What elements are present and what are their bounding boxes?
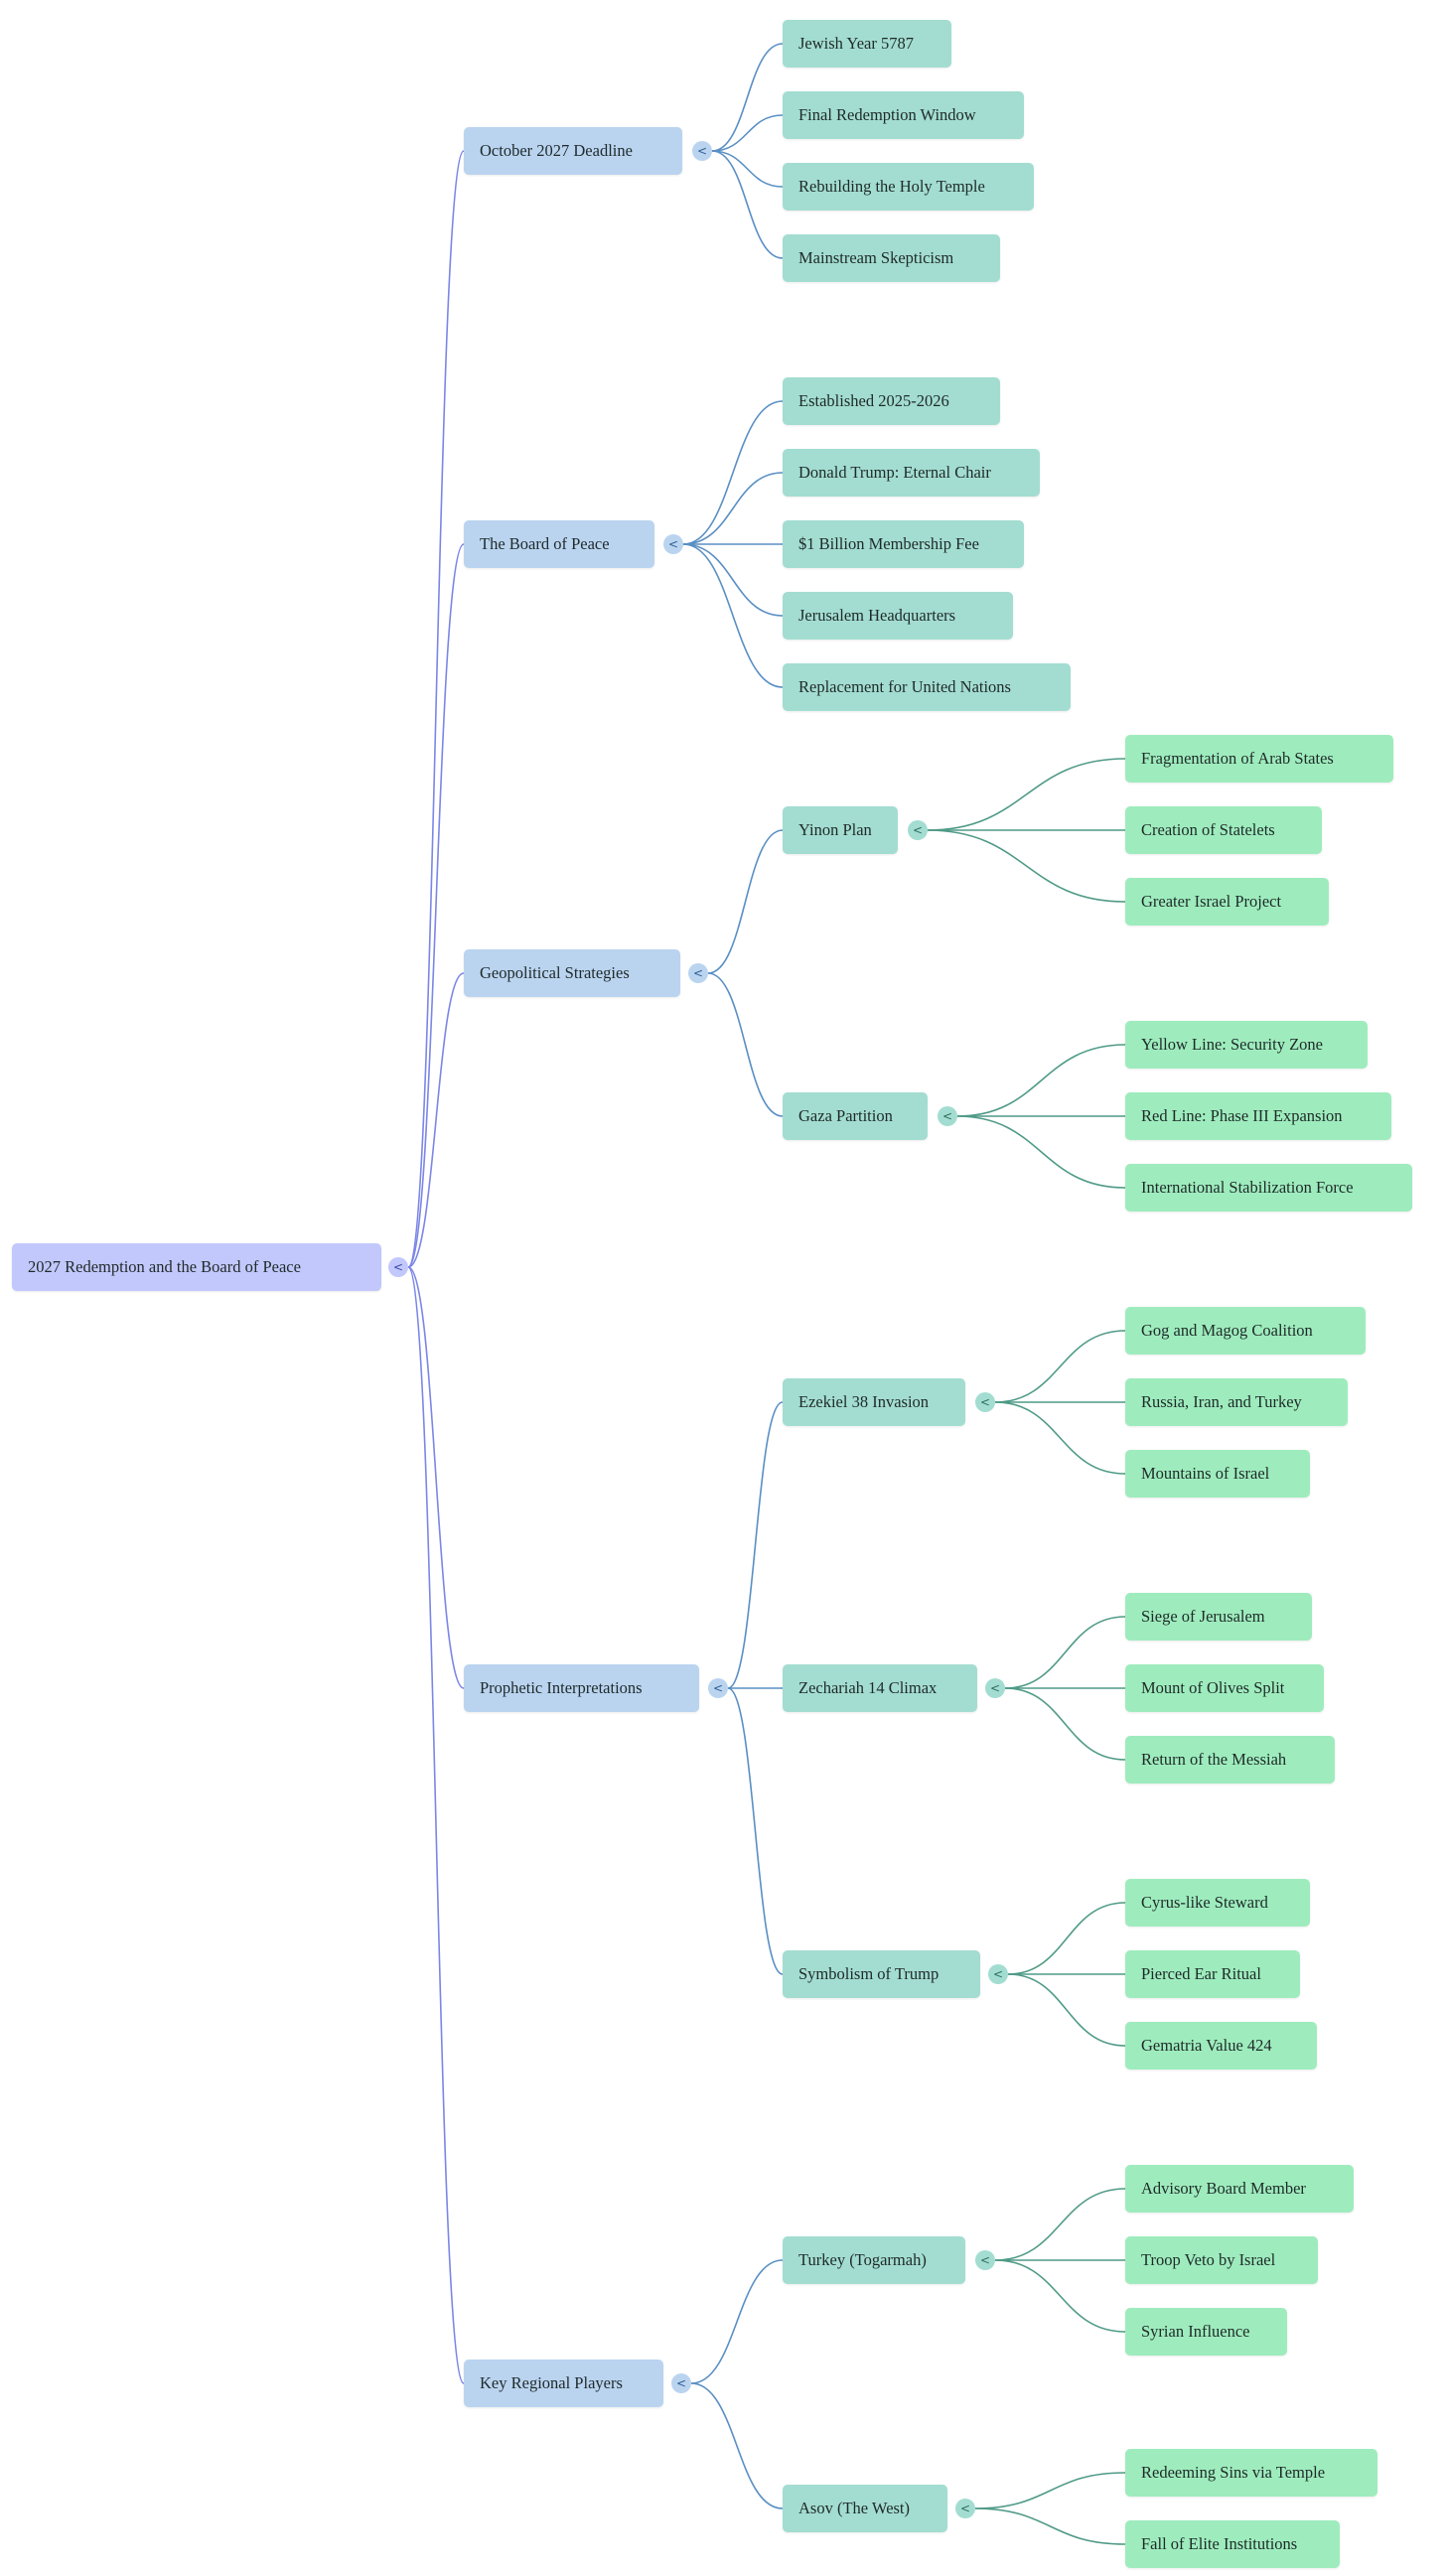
branch-collapse-toggle[interactable]: < xyxy=(671,2373,691,2393)
sub-branch-link xyxy=(974,2472,1126,2509)
leaf-node[interactable]: Final Redemption Window xyxy=(783,91,1024,139)
sub-branch-collapse-toggle[interactable]: < xyxy=(908,820,928,840)
leaf-node[interactable]: International Stabilization Force xyxy=(1125,1164,1412,1212)
sub-branch-node-gaza-partition[interactable]: Gaza Partition xyxy=(783,1092,928,1140)
leaf-node[interactable]: Yellow Line: Security Zone xyxy=(1125,1021,1368,1069)
sub-branch-collapse-toggle[interactable]: < xyxy=(988,1964,1008,1984)
branch-link xyxy=(711,150,784,259)
sub-branch-link xyxy=(1004,1616,1126,1689)
branch-link xyxy=(707,972,784,1117)
branch-link xyxy=(711,150,784,188)
sub-branch-link xyxy=(1004,1687,1126,1761)
sub-branch-link xyxy=(994,2188,1126,2261)
root-link xyxy=(407,1266,465,2384)
sub-branch-collapse-toggle[interactable]: < xyxy=(985,1678,1005,1698)
leaf-node[interactable]: Fall of Elite Institutions xyxy=(1125,2520,1340,2568)
leaf-node[interactable]: Donald Trump: Eternal Chair xyxy=(783,449,1040,497)
sub-branch-collapse-toggle[interactable]: < xyxy=(975,2250,995,2270)
leaf-node[interactable]: Jerusalem Headquarters xyxy=(783,592,1013,640)
sub-branch-link xyxy=(956,1044,1126,1117)
branch-link xyxy=(727,1687,784,1975)
sub-branch-collapse-toggle[interactable]: < xyxy=(955,2499,975,2518)
branch-node-october-2027-deadline[interactable]: October 2027 Deadline xyxy=(464,127,682,175)
branch-link xyxy=(707,829,784,974)
branch-link xyxy=(711,114,784,152)
leaf-node[interactable]: Pierced Ear Ritual xyxy=(1125,1950,1300,1998)
sub-branch-link xyxy=(1007,1902,1126,1975)
branch-node-board-of-peace[interactable]: The Board of Peace xyxy=(464,520,654,568)
branch-node-prophetic-interpretations[interactable]: Prophetic Interpretations xyxy=(464,1664,699,1712)
leaf-node[interactable]: Greater Israel Project xyxy=(1125,878,1329,926)
leaf-node[interactable]: Fragmentation of Arab States xyxy=(1125,735,1393,783)
leaf-node[interactable]: Troop Veto by Israel xyxy=(1125,2236,1318,2284)
leaf-node[interactable]: Redeeming Sins via Temple xyxy=(1125,2449,1377,2497)
leaf-node[interactable]: Established 2025-2026 xyxy=(783,377,1000,425)
branch-node-geopolitical-strategies[interactable]: Geopolitical Strategies xyxy=(464,949,680,997)
sub-branch-collapse-toggle[interactable]: < xyxy=(975,1392,995,1412)
sub-branch-collapse-toggle[interactable]: < xyxy=(938,1106,957,1126)
sub-branch-link xyxy=(956,1115,1126,1189)
leaf-node[interactable]: Rebuilding the Holy Temple xyxy=(783,163,1034,211)
sub-branch-node-zechariah-14[interactable]: Zechariah 14 Climax xyxy=(783,1664,977,1712)
root-link xyxy=(407,543,465,1268)
sub-branch-link xyxy=(1007,1973,1126,2047)
sub-branch-link xyxy=(994,2259,1126,2333)
leaf-node[interactable]: Gog and Magog Coalition xyxy=(1125,1307,1366,1355)
root-link xyxy=(407,150,465,1268)
root-collapse-toggle[interactable]: < xyxy=(388,1257,408,1277)
leaf-node[interactable]: Creation of Statelets xyxy=(1125,806,1322,854)
leaf-node[interactable]: Gematria Value 424 xyxy=(1125,2022,1317,2070)
leaf-node[interactable]: Mount of Olives Split xyxy=(1125,1664,1324,1712)
mindmap-root-node[interactable]: 2027 Redemption and the Board of Peace xyxy=(12,1243,381,1291)
branch-link xyxy=(711,43,784,152)
sub-branch-link xyxy=(994,1401,1126,1475)
sub-branch-node-symbolism-of-trump[interactable]: Symbolism of Trump xyxy=(783,1950,980,1998)
sub-branch-node-turkey-togarmah[interactable]: Turkey (Togarmah) xyxy=(783,2236,965,2284)
leaf-node[interactable]: Red Line: Phase III Expansion xyxy=(1125,1092,1391,1140)
leaf-node[interactable]: Syrian Influence xyxy=(1125,2308,1287,2356)
branch-link xyxy=(690,2259,784,2384)
root-link xyxy=(407,972,465,1268)
branch-collapse-toggle[interactable]: < xyxy=(663,534,683,554)
leaf-node[interactable]: Cyrus-like Steward xyxy=(1125,1879,1310,1927)
branch-link xyxy=(682,543,784,688)
leaf-node[interactable]: $1 Billion Membership Fee xyxy=(783,520,1024,568)
leaf-node[interactable]: Russia, Iran, and Turkey xyxy=(1125,1378,1348,1426)
leaf-node[interactable]: Advisory Board Member xyxy=(1125,2165,1354,2213)
sub-branch-link xyxy=(927,829,1126,903)
leaf-node[interactable]: Return of the Messiah xyxy=(1125,1736,1335,1784)
branch-link xyxy=(682,472,784,545)
sub-branch-link xyxy=(994,1330,1126,1403)
branch-collapse-toggle[interactable]: < xyxy=(688,963,708,983)
branch-collapse-toggle[interactable]: < xyxy=(692,141,712,161)
root-link xyxy=(407,1266,465,1689)
leaf-node[interactable]: Jewish Year 5787 xyxy=(783,20,951,68)
branch-collapse-toggle[interactable]: < xyxy=(708,1678,728,1698)
leaf-node[interactable]: Siege of Jerusalem xyxy=(1125,1593,1312,1641)
leaf-node[interactable]: Mountains of Israel xyxy=(1125,1450,1310,1498)
sub-branch-link xyxy=(927,758,1126,831)
branch-link xyxy=(682,543,784,617)
leaf-node[interactable]: Replacement for United Nations xyxy=(783,663,1071,711)
sub-branch-node-yinon-plan[interactable]: Yinon Plan xyxy=(783,806,898,854)
sub-branch-node-ezekiel-38[interactable]: Ezekiel 38 Invasion xyxy=(783,1378,965,1426)
branch-link xyxy=(690,2382,784,2509)
sub-branch-link xyxy=(974,2507,1126,2545)
leaf-node[interactable]: Mainstream Skepticism xyxy=(783,234,1000,282)
branch-node-key-regional-players[interactable]: Key Regional Players xyxy=(464,2360,663,2407)
branch-link xyxy=(682,400,784,545)
sub-branch-node-asov-the-west[interactable]: Asov (The West) xyxy=(783,2485,947,2532)
branch-link xyxy=(727,1401,784,1689)
